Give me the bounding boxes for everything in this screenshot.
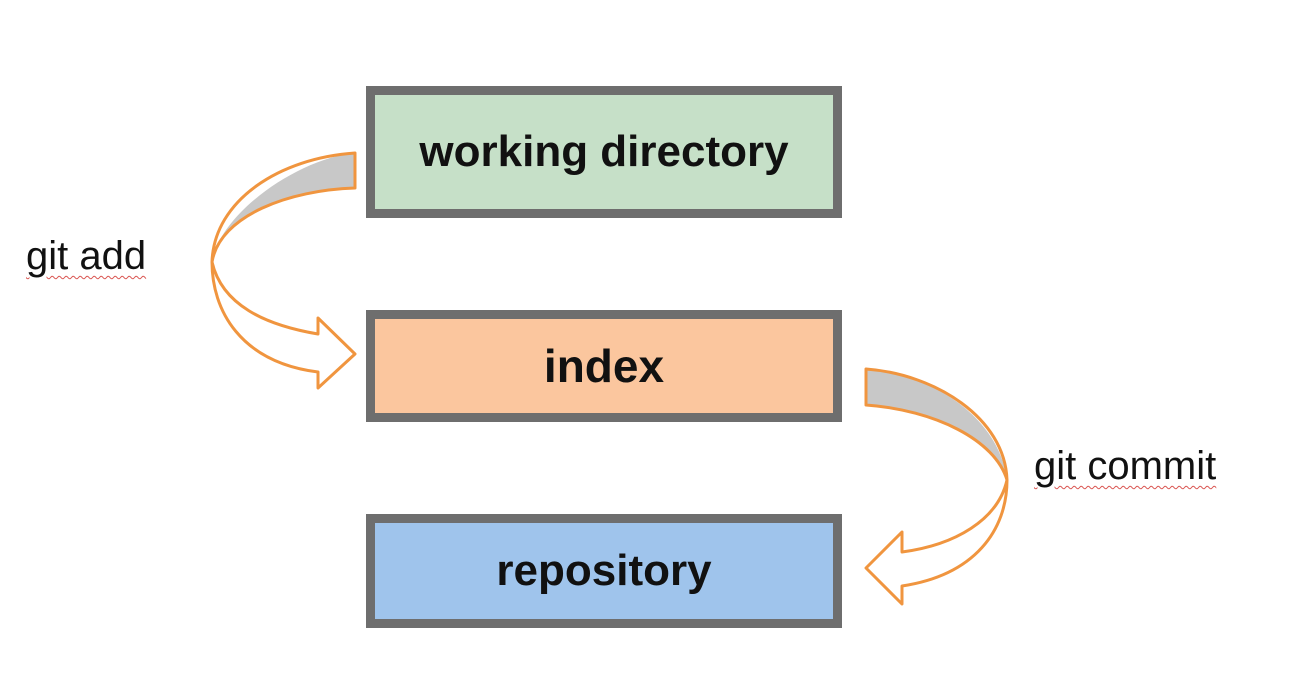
working-directory-label: working directory: [419, 127, 789, 176]
git-commit-arrow-outline: [864, 367, 1009, 606]
working-directory-box: working directory: [366, 86, 842, 218]
index-box: index: [366, 310, 842, 422]
repository-label: repository: [496, 546, 712, 595]
repository-box: repository: [366, 514, 842, 628]
git-commit-arrow: [864, 367, 1009, 606]
git-add-label: git add: [26, 234, 147, 278]
git-commit-arrow-shadow: [866, 369, 1007, 480]
git-add-arrow-shadow: [212, 153, 355, 262]
git-commit-label: git commit: [1034, 444, 1217, 488]
git-add-arrow: [210, 151, 357, 390]
git-add-arrow-outline: [210, 151, 357, 390]
index-label: index: [543, 340, 665, 392]
